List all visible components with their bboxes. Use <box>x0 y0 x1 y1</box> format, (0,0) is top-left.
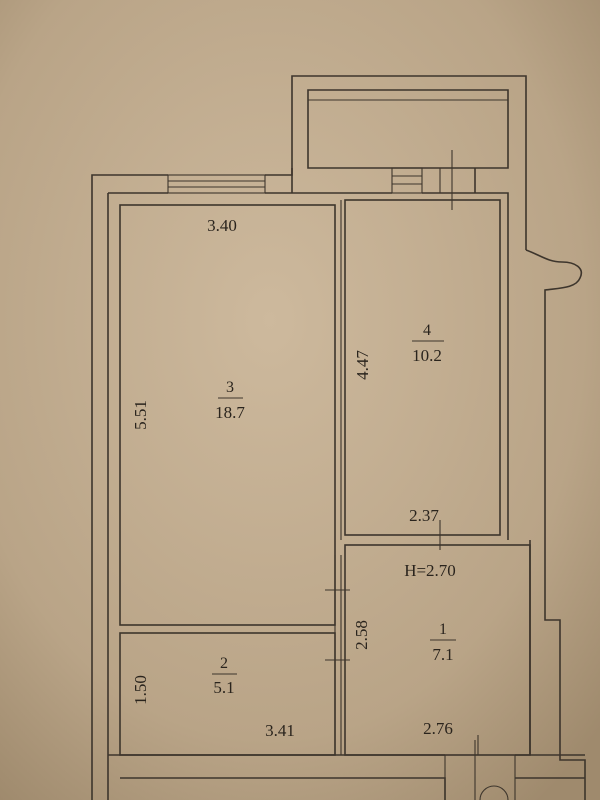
dimension-room3-width: 3.40 <box>207 216 237 235</box>
room-number: 1 <box>439 621 447 638</box>
dimension-room4-width: 2.37 <box>409 506 439 525</box>
window-room-3 <box>167 174 266 194</box>
dimension-room2-depth: 1.50 <box>131 675 150 705</box>
partition-walls <box>325 520 479 755</box>
balcony-door <box>391 150 453 210</box>
room-area: 10.2 <box>412 346 442 365</box>
ceiling-height-label: H=2.70 <box>404 561 456 580</box>
room-4-outline <box>340 199 501 540</box>
entrance-door <box>444 740 516 800</box>
dimension-room1-width: 2.76 <box>423 719 453 738</box>
room-4-label: 4 10.2 <box>412 322 444 365</box>
room-area: 18.7 <box>215 403 245 422</box>
dimension-room2-width: 3.41 <box>265 721 295 740</box>
room-area: 7.1 <box>432 645 453 664</box>
room-3-label: 3 18.7 <box>215 379 245 422</box>
dimension-room4-length: 4.47 <box>353 350 372 380</box>
room-number: 2 <box>220 655 228 672</box>
dimension-hall-length: 2.58 <box>352 620 371 650</box>
room-area: 5.1 <box>213 678 234 697</box>
room-1-label: 1 7.1 <box>430 621 456 664</box>
room-number: 4 <box>423 322 431 339</box>
room-1-outline <box>344 544 531 756</box>
room-number: 3 <box>226 379 234 396</box>
dimension-room3-length: 5.51 <box>131 400 150 430</box>
balcony <box>291 89 509 193</box>
room-2-label: 2 5.1 <box>212 655 237 697</box>
